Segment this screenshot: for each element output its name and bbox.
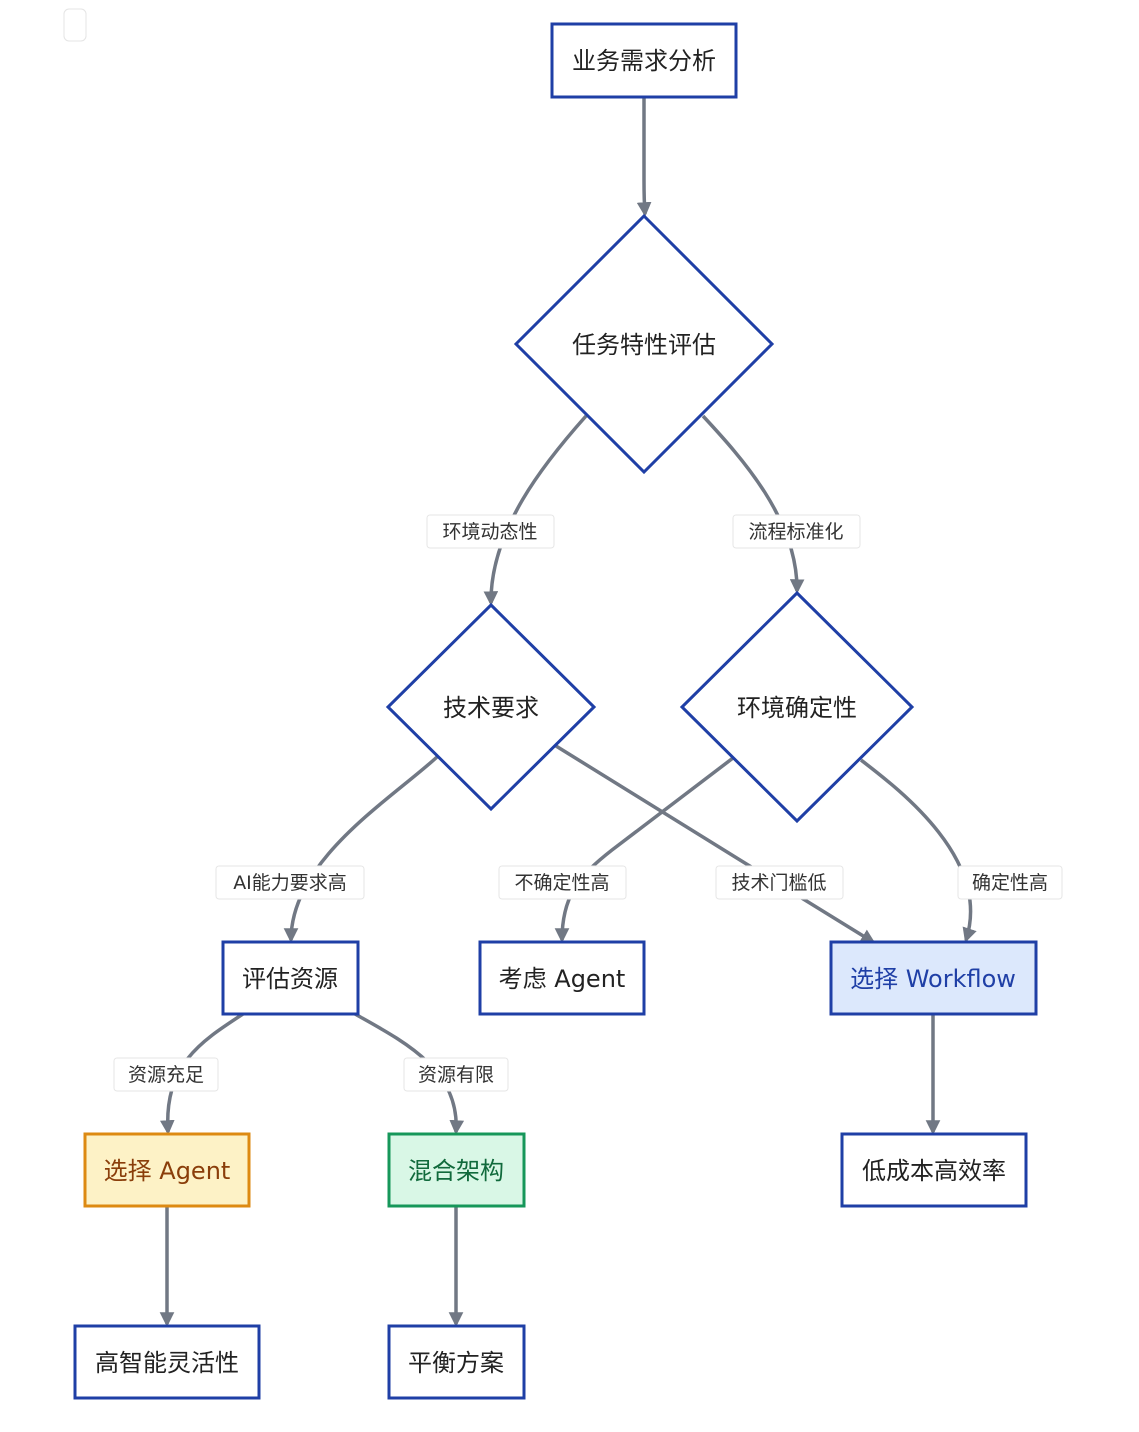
edge-label-text: 流程标准化	[748, 521, 843, 543]
edge-label-text: 资源有限	[418, 1064, 494, 1086]
node-choose-agent: 选择 Agent	[83, 1132, 251, 1208]
edge-label-e8: 资源充足	[113, 1057, 219, 1092]
edge-label-text: 确定性高	[972, 872, 1048, 894]
edge-label-e9: 资源有限	[403, 1057, 509, 1092]
node-label: 高智能灵活性	[95, 1349, 239, 1377]
node-label: 任务特性评估	[572, 331, 716, 359]
edge-label-text: 资源充足	[128, 1064, 204, 1086]
nodes: 业务需求分析 任务特性评估 技术要求 环境确定性 评估资源 考虑 Agent	[73, 22, 1038, 1400]
edge-label-text: 技术门槛低	[731, 872, 826, 894]
edge-n3-n5	[283, 755, 439, 943]
node-tech-requirements: 技术要求	[385, 602, 597, 812]
edge-n3-n7	[555, 744, 876, 944]
node-label: 选择 Agent	[104, 1157, 231, 1185]
node-choose-workflow: 选择 Workflow	[829, 940, 1038, 1016]
node-label: 环境确定性	[737, 694, 857, 722]
node-label: 混合架构	[408, 1157, 504, 1185]
node-evaluate-resources: 评估资源	[221, 940, 360, 1016]
edge-label-text: AI能力要求高	[233, 872, 347, 894]
edge-label-e4: AI能力要求高	[215, 865, 365, 900]
edge-label-e3: 流程标准化	[732, 514, 861, 549]
edge-label-text: 不确定性高	[514, 872, 609, 894]
node-label: 评估资源	[242, 965, 338, 993]
node-label: 技术要求	[443, 694, 539, 722]
node-balanced-solution: 平衡方案	[387, 1324, 526, 1400]
edge-n2-n3	[483, 414, 588, 606]
edge-n4-n7	[859, 758, 977, 943]
node-business-analysis: 业务需求分析	[550, 22, 738, 99]
node-task-evaluation: 任务特性评估	[513, 213, 775, 475]
node-high-intelligence: 高智能灵活性	[73, 1324, 261, 1400]
node-label: 业务需求分析	[572, 47, 716, 75]
edge-label-text: 环境动态性	[442, 521, 537, 543]
edge-label-e6: 不确定性高	[498, 865, 627, 900]
edge-label-e2: 环境动态性	[426, 514, 555, 549]
node-label: 平衡方案	[408, 1349, 504, 1377]
edge-label-e7: 确定性高	[957, 865, 1063, 900]
node-label: 考虑 Agent	[499, 965, 626, 993]
edge-n1-n2	[636, 97, 652, 217]
edge-n2-n4	[701, 414, 805, 594]
node-label: 选择 Workflow	[850, 965, 1016, 993]
corner-bracket-icon	[63, 8, 87, 42]
node-env-certainty: 环境确定性	[679, 590, 915, 824]
node-hybrid-architecture: 混合架构	[387, 1132, 526, 1208]
node-consider-agent: 考虑 Agent	[478, 940, 646, 1016]
edge-n4-n6	[554, 756, 735, 943]
node-label: 低成本高效率	[862, 1157, 1006, 1185]
node-low-cost-efficiency: 低成本高效率	[840, 1132, 1028, 1208]
edge-labels: 环境动态性 流程标准化 AI能力要求高 不确定性高 技术门槛低 确定性高 资源充…	[113, 514, 1063, 1092]
edge-label-e5: 技术门槛低	[715, 865, 844, 900]
